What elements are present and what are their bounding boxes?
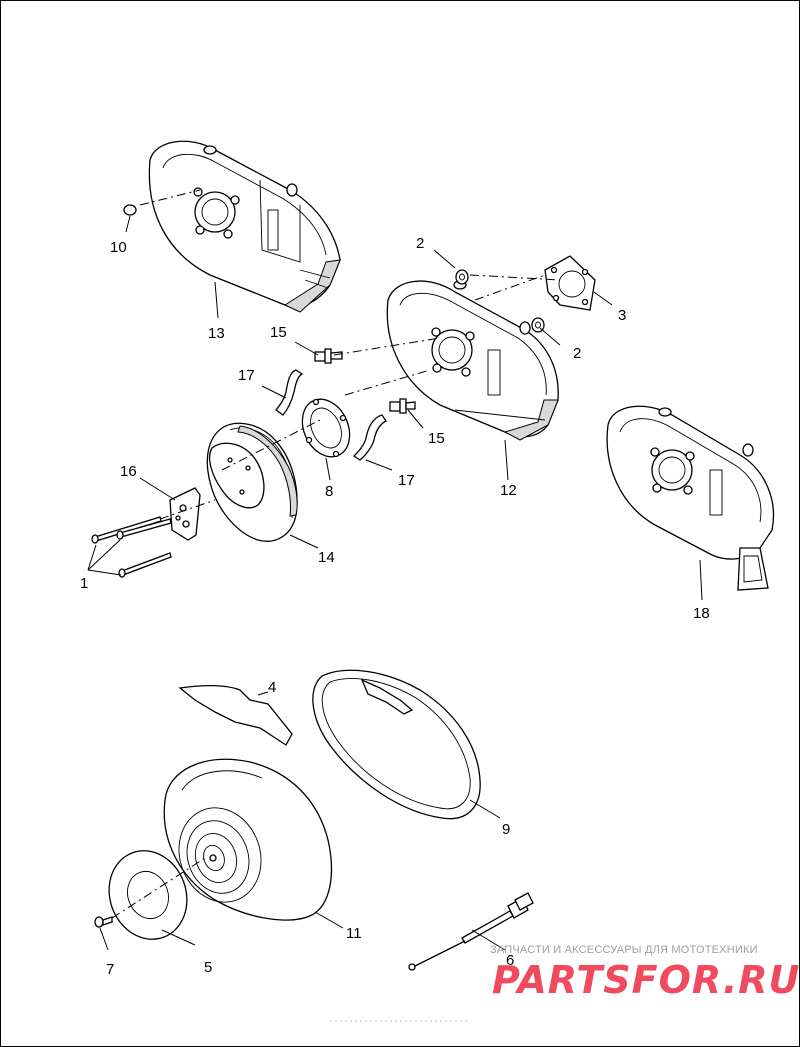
part-15-bolt-upper bbox=[314, 348, 343, 364]
part-10-plug bbox=[123, 204, 137, 233]
label-5: 5 bbox=[204, 959, 212, 976]
part-17-hose-upper bbox=[275, 369, 304, 416]
label-13: 13 bbox=[208, 325, 225, 342]
part-9-seal-ring bbox=[312, 669, 481, 820]
part-3-gasket bbox=[544, 255, 596, 311]
part-17-hose-lower bbox=[352, 414, 387, 461]
watermark-logo: PARTSFOR.RU bbox=[492, 958, 800, 1002]
label-18: 18 bbox=[693, 605, 710, 622]
label-17-upper: 17 bbox=[238, 367, 255, 384]
part-7-screw bbox=[94, 916, 113, 928]
label-12: 12 bbox=[500, 482, 517, 499]
part-1-bolts bbox=[91, 516, 172, 578]
part-12-backplate bbox=[386, 280, 559, 441]
label-2-top: 2 bbox=[416, 235, 424, 252]
label-3: 3 bbox=[618, 307, 626, 324]
part-18-backplate bbox=[606, 405, 775, 591]
label-17-lower: 17 bbox=[398, 472, 415, 489]
part-13-backplate bbox=[148, 140, 341, 313]
label-11: 11 bbox=[346, 925, 362, 942]
label-15-upper: 15 bbox=[270, 324, 287, 341]
label-6: 6 bbox=[506, 952, 514, 969]
part-16-bracket bbox=[169, 487, 201, 541]
label-16: 16 bbox=[120, 463, 137, 480]
label-10: 10 bbox=[110, 239, 127, 256]
watermark-subtitle: ЗАПЧАСТИ И АКСЕССУАРЫ ДЛЯ МОТОТЕХНИКИ bbox=[490, 944, 758, 956]
part-2-washer-top bbox=[455, 269, 469, 285]
label-9: 9 bbox=[502, 821, 510, 838]
label-14: 14 bbox=[318, 549, 335, 566]
part-8-gasket-ring bbox=[301, 398, 351, 458]
label-4: 4 bbox=[268, 679, 276, 696]
label-1: 1 bbox=[80, 575, 88, 592]
label-15-lower: 15 bbox=[428, 430, 445, 447]
part-11-cover bbox=[163, 758, 333, 921]
label-7: 7 bbox=[106, 961, 114, 978]
label-2-right: 2 bbox=[573, 345, 581, 362]
part-15-bolt-lower bbox=[389, 398, 416, 414]
part-4-trim-strip bbox=[178, 684, 293, 746]
part-14-filter bbox=[206, 422, 298, 542]
label-8: 8 bbox=[325, 483, 333, 500]
part-6-cable bbox=[408, 892, 534, 971]
